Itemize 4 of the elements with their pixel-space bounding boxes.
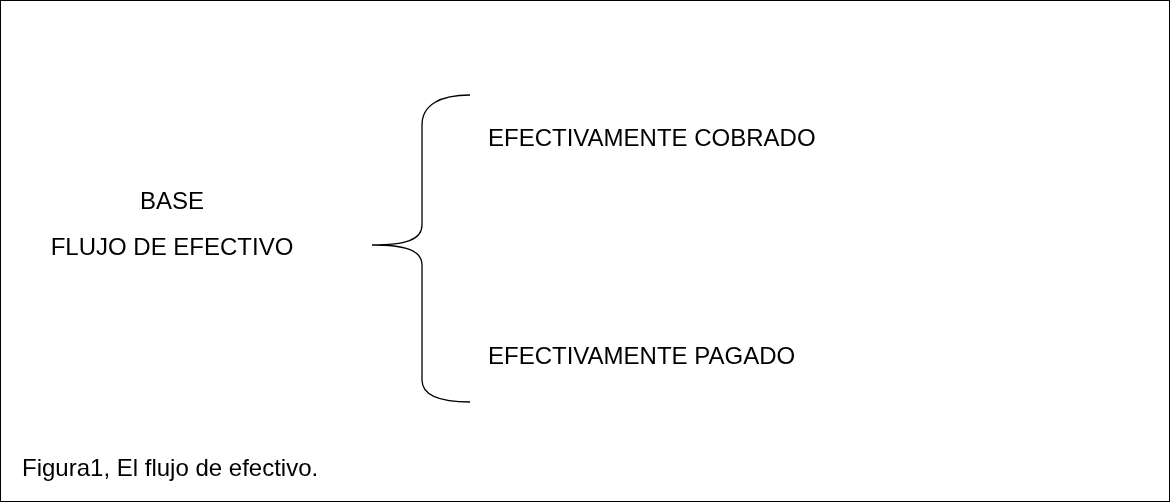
category-label: EFECTIVAMENTE COBRADO (488, 124, 816, 152)
category-label: EFECTIVAMENTE PAGADO (488, 342, 796, 370)
figure-caption: Figura1, El flujo de efectivo. (22, 454, 319, 482)
topic-label: BASE FLUJO DE EFECTIVO (49, 186, 295, 262)
